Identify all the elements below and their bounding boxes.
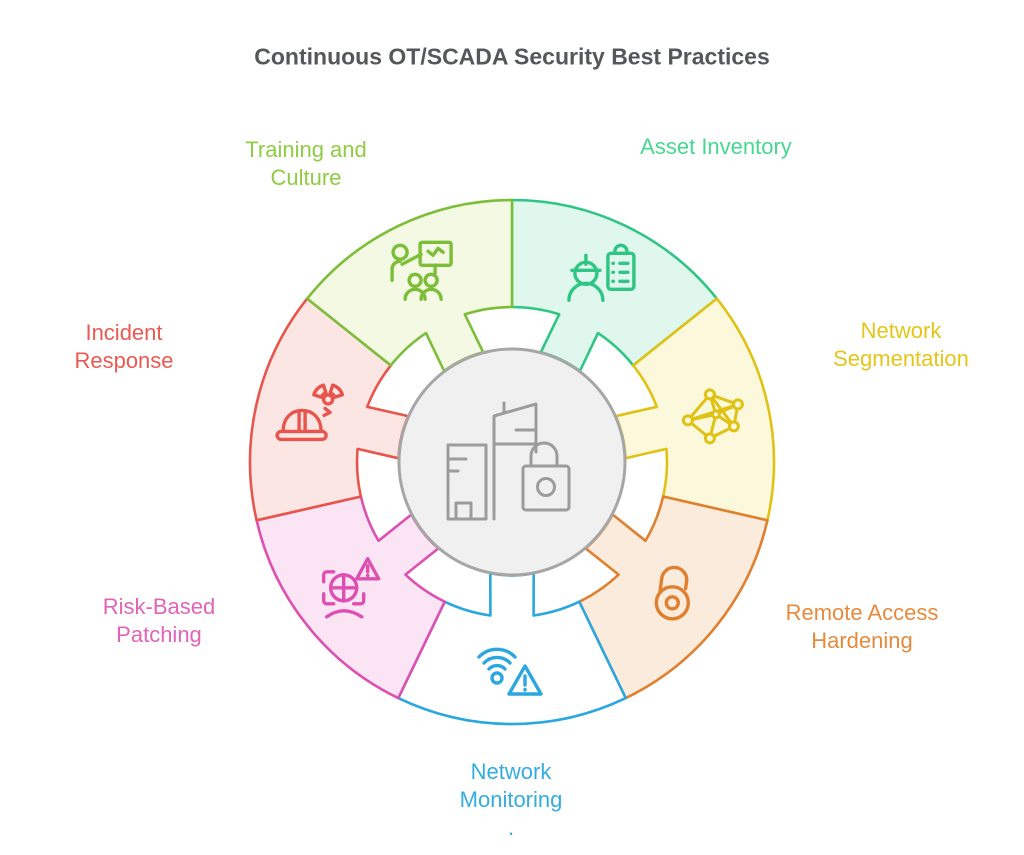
presenter-audience-icon [390,240,453,301]
factory-lock-icon [446,401,571,521]
label-network-monitoring: Network Monitoring . [459,759,563,840]
label-training-and-culture: Training and Culture [245,137,367,190]
network-mesh-icon [681,388,744,445]
globe-alert-icon [322,557,381,619]
worker-checklist-icon [567,243,636,302]
label-remote-access-hardening: Remote Access Hardening [785,600,939,653]
page-title: Continuous OT/SCADA Security Best Practi… [254,43,770,70]
segment-network-segmentation [614,297,776,522]
label-incident-response: Incident Response [74,320,174,373]
label-asset-inventory: Asset Inventory [640,134,792,159]
segment-network-monitoring [397,572,627,726]
open-padlock-icon [654,565,690,621]
label-network-segmentation: Network Segmentation [833,318,969,371]
center-circle [397,347,627,577]
wifi-alert-icon [477,647,543,696]
hardhat-alarm-icon [275,383,345,442]
segment-asset-inventory [510,198,719,373]
label-risk-based-patching: Risk-Based Patching [102,594,216,647]
segment-incident-response [248,297,410,522]
